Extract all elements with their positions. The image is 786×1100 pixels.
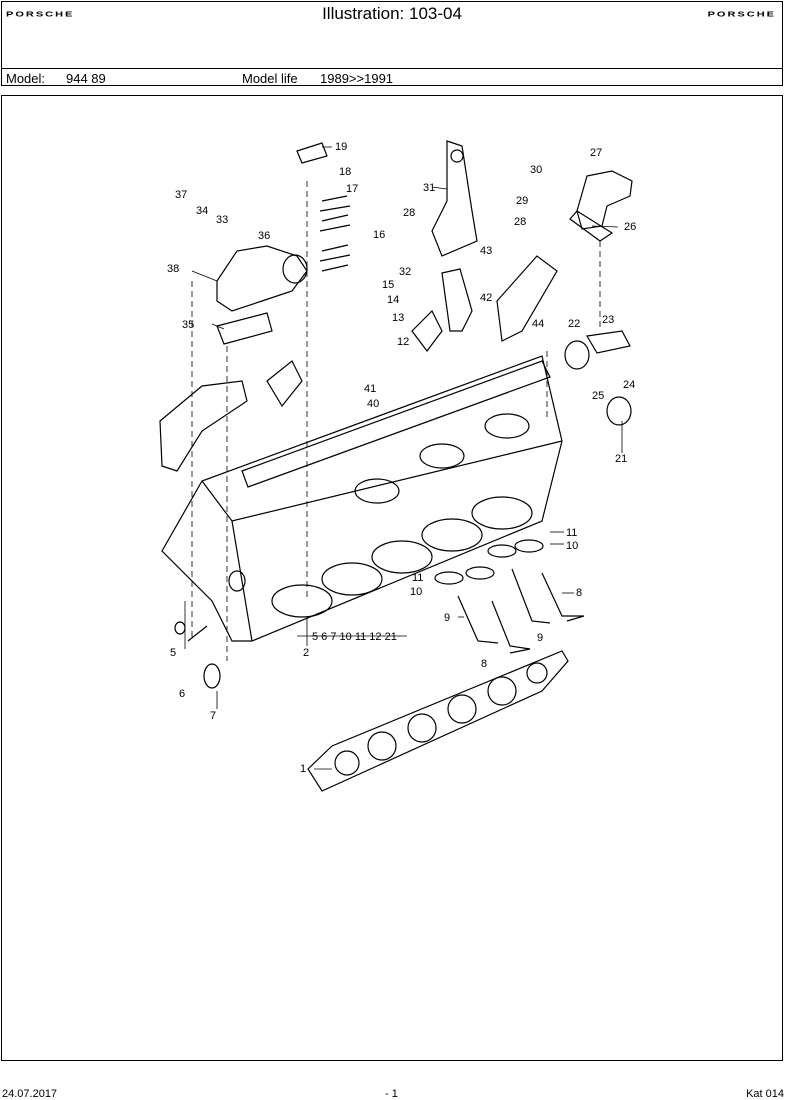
callout: 42: [480, 292, 492, 304]
model-life-label: Model life: [242, 71, 298, 86]
footer-catalog: Kat 014: [746, 1088, 784, 1100]
callout: 9: [444, 612, 450, 624]
cap-21: [606, 396, 632, 426]
callout: 6: [179, 688, 185, 700]
callout: 34: [196, 205, 208, 217]
callout: 36: [258, 230, 270, 242]
callout: 25: [592, 390, 604, 402]
callout: 11: [566, 527, 577, 539]
nut-5: [174, 621, 186, 635]
callout: 44: [532, 318, 544, 330]
combustion-chambers: [271, 496, 533, 618]
callout: 26: [624, 221, 636, 233]
water-outlet-elbow: [216, 245, 308, 312]
callout: 12: [397, 336, 409, 348]
valve-8b: [491, 600, 531, 654]
bearing-bracket: [431, 140, 478, 257]
spring-retainer-19: [296, 142, 328, 164]
porsche-logo-left: PORSCHE: [6, 10, 75, 19]
cover-23: [586, 330, 631, 354]
valve-9a: [511, 568, 551, 624]
outlet-gasket: [216, 312, 273, 345]
callout: 15: [382, 279, 394, 291]
stud-6: [187, 625, 208, 642]
illustration-title: Illustration: 103-04: [322, 4, 462, 23]
model-life-value: 1989>>1991: [320, 71, 394, 86]
callout: 2: [303, 647, 309, 659]
callout: 11: [412, 572, 423, 584]
callout: 8: [481, 658, 487, 670]
callout: 16: [373, 229, 385, 241]
leader-lines: [184, 146, 623, 770]
model-value: 944 89: [66, 71, 106, 86]
callout: 33: [216, 214, 228, 226]
callout: 37: [175, 189, 187, 201]
callout: 10: [566, 540, 578, 552]
callout: 43: [480, 245, 492, 257]
right-bearing-cap: [496, 255, 558, 342]
cylinder-head-exploded-diagram: 19 18 17 16 15 14 13 12 41 40 31 28 32 4…: [159, 140, 636, 792]
page-header: PORSCHE Illustration: 103-04 PORSCHE Mod…: [1, 1, 783, 86]
callout: 29: [516, 195, 528, 207]
head-gasket: [307, 650, 569, 792]
illustration-frame: 19 18 17 16 15 14 13 12 41 40 31 28 32 4…: [1, 95, 783, 1061]
callout: 28: [403, 207, 415, 219]
callout: 7: [210, 710, 216, 722]
valve-spring: [319, 195, 351, 272]
callout: 22: [568, 318, 580, 330]
model-label: Model:: [6, 71, 46, 86]
coolant-fitting: [576, 170, 633, 230]
callout: 18: [339, 166, 351, 178]
seal-22: [564, 340, 590, 370]
callout: 8: [576, 587, 582, 599]
valve-9b: [457, 595, 499, 644]
valve-8a: [541, 572, 585, 622]
callout: 21: [615, 453, 627, 465]
callout: 24: [623, 379, 635, 391]
valve-ports: [354, 413, 530, 504]
callout: 35: [182, 319, 194, 331]
camshaft: [241, 360, 551, 488]
callout: 5: [170, 647, 176, 659]
callout: 13: [392, 312, 404, 324]
callout: 41: [364, 383, 376, 395]
footer-date: 24.07.2017: [2, 1088, 58, 1100]
callout: 17: [346, 183, 358, 195]
callout: 38: [167, 263, 179, 275]
assembly-dashed-lines: [191, 181, 601, 661]
tappet-42: [441, 268, 473, 332]
callout: 40: [367, 398, 379, 410]
callout: 32: [399, 266, 411, 278]
parts-group-label: 5 6 7 10 11 12 21: [312, 631, 397, 643]
callout: 23: [602, 314, 614, 326]
callout: 28: [514, 216, 526, 228]
gasket-bores: [334, 662, 548, 776]
callout: 10: [410, 586, 422, 598]
callout: 27: [590, 147, 602, 159]
footer-page: - 1: [385, 1088, 398, 1100]
porsche-logo-right: PORSCHE: [707, 10, 776, 19]
cylinder-head-body: [161, 355, 563, 642]
model-info-row: Model: 944 89 Model life 1989>>1991: [2, 68, 782, 87]
left-bearing-cap: [159, 380, 248, 472]
seal-7: [203, 663, 221, 689]
callout: 1: [300, 763, 306, 775]
callout-labels: 19 18 17 16 15 14 13 12 41 40 31 28 32 4…: [167, 141, 636, 775]
callout: 30: [530, 164, 542, 176]
callout: 9: [537, 632, 543, 644]
callout: 31: [423, 182, 435, 194]
callout: 14: [387, 294, 399, 306]
callout: 19: [335, 141, 347, 153]
